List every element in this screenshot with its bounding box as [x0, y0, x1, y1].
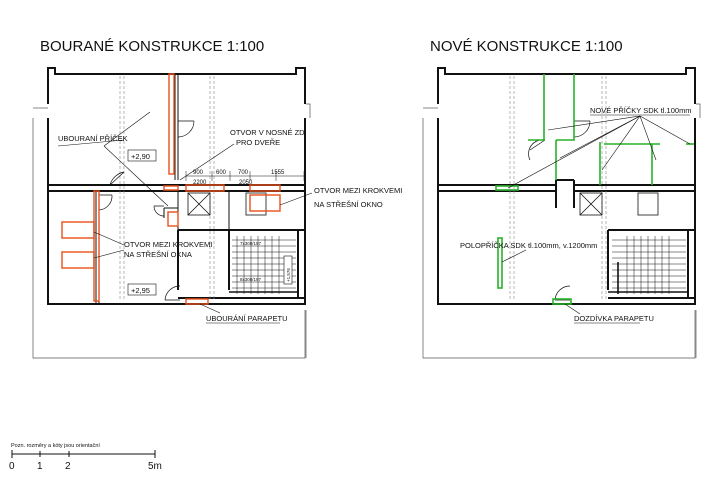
new-partition-b [556, 74, 575, 141]
right-leader-lines [501, 115, 691, 315]
demolished-parapet [185, 298, 209, 305]
left-leader-lines [57, 111, 313, 314]
dimension-chain [185, 171, 305, 181]
right-shafts [579, 192, 659, 216]
dim-900: 900 [193, 170, 204, 176]
left-internal-walls [95, 74, 230, 304]
level-lower: +2,95 [131, 286, 150, 295]
scale-bar [11, 450, 156, 458]
left-shafts [187, 192, 267, 216]
demolished-opening-door [163, 185, 179, 191]
roof-window-opening-left-upper [61, 221, 95, 239]
demolished-wall-700 [249, 184, 281, 192]
right-plan-title: NOVÉ KONSTRUKCE 1:100 [430, 38, 623, 55]
label-load-wall-opening-2: PRO DVEŘE [236, 138, 280, 147]
scale-label-5m: 5m [148, 461, 162, 472]
left-rafter-lines [119, 76, 215, 300]
new-construction-elements [495, 74, 694, 305]
left-plan-title: BOURANÉ KONSTRUKCE 1:100 [40, 38, 264, 55]
stair-upper-spec: 7x300/197 [240, 241, 262, 246]
label-load-wall-opening-1: OTVOR V NOSNÉ ZDI [230, 128, 307, 137]
stair-level-label: +1,576 [286, 268, 291, 282]
right-floor-plan: NOVÉ PŘÍČKY SDK tl.100mm POLOPŘÍČKA SDK … [422, 67, 701, 359]
new-wall-fill [495, 185, 519, 191]
level-upper: +2,90 [131, 152, 150, 161]
scale-label-2: 2 [65, 461, 71, 472]
demolished-partition-vertical [168, 73, 175, 175]
roof-window-opening-left-lower [61, 251, 95, 269]
right-rafter-lines [509, 76, 607, 300]
right-stairs [608, 236, 688, 294]
dim-600: 600 [216, 170, 227, 176]
dim-700: 700 [238, 170, 249, 176]
label-roof-opening-right-1: OTVOR MEZI KROKVEMI [314, 186, 402, 195]
demolished-wall-900 [185, 184, 225, 192]
level-box-upper [127, 149, 157, 162]
roof-window-opening-right [249, 194, 281, 212]
stair-lower-spec: 8x300/197 [240, 277, 262, 282]
right-doors [528, 120, 591, 301]
label-demolition-parapet: UBOURÁNÍ PARAPETU [206, 314, 288, 323]
demolition-elements [61, 73, 281, 305]
level-box-lower [127, 283, 157, 296]
label-roof-opening-left-2: NA STŘEŠNÍ OKNA [124, 250, 192, 259]
scale-label-0: 0 [9, 461, 15, 472]
left-terrace-outline [32, 103, 311, 359]
stair-level-box [283, 255, 293, 285]
dim-1555: 1555 [271, 170, 285, 176]
new-partition-a [528, 74, 545, 141]
footer-note: Pozn. rozměry a kóty jsou orientační [11, 443, 100, 449]
dim-2050: 2050 [239, 180, 253, 186]
left-doors [98, 120, 195, 301]
left-floor-plan: 7x300/197 8x300/197 +1,576 [32, 67, 402, 359]
scale-label-1: 1 [37, 461, 43, 472]
right-outer-walls [437, 67, 696, 305]
half-partition [497, 237, 503, 289]
label-parapet-infill: DOZDÍVKA PARAPETU [574, 314, 654, 323]
dim-2200: 2200 [193, 180, 207, 186]
demolished-block [167, 211, 179, 227]
label-half-partition: POLOPŘÍČKA SDK tl.100mm, v.1200mm [460, 241, 597, 250]
label-roof-opening-right-2: NA STŘEŠNÍ OKNO [314, 200, 383, 209]
label-new-partitions: NOVÉ PŘÍČKY SDK tl.100mm [590, 106, 692, 115]
label-roof-opening-left-1: OTVOR MEZI KROKVEMI [124, 240, 212, 249]
right-terrace-outline [422, 103, 701, 359]
left-outer-walls [47, 67, 306, 305]
label-demolition-partitions: UBOURANÍ PŘÍČEK [58, 134, 128, 143]
demolished-partition-left [93, 190, 100, 302]
new-parapet-infill [552, 298, 572, 305]
